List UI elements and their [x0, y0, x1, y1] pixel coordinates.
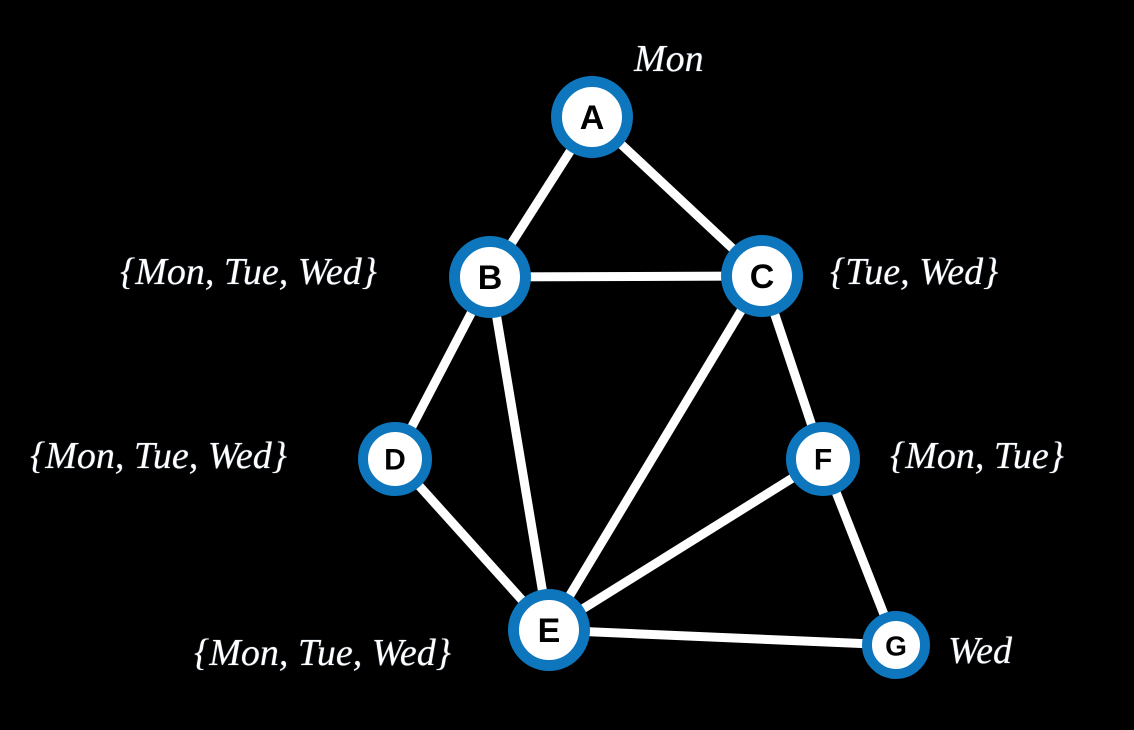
node-letter-e: E [538, 612, 561, 650]
edges-layer [391, 113, 901, 650]
node-e[interactable]: E [508, 589, 590, 671]
domain-label-f: {Mon, Tue} [890, 435, 1064, 477]
node-letter-a: A [580, 99, 605, 137]
node-circle-c [721, 235, 803, 317]
domain-label-d: {Mon, Tue, Wed} [30, 435, 287, 477]
node-a[interactable]: A [551, 76, 633, 158]
edge-e-f [546, 455, 826, 634]
domain-label-e: {Mon, Tue, Wed} [194, 632, 451, 674]
domain-label-b: {Mon, Tue, Wed} [120, 251, 377, 293]
edge-b-e [485, 276, 554, 631]
node-d[interactable]: D [358, 422, 432, 496]
node-circle-e [508, 589, 590, 671]
node-letter-b: B [478, 259, 503, 297]
domain-label-c: {Tue, Wed} [830, 251, 999, 293]
node-circle-f [786, 422, 860, 496]
node-circle-g [862, 611, 930, 679]
node-letter-g: G [885, 631, 907, 662]
edge-e-g [548, 625, 897, 650]
edge-b-c [489, 271, 763, 282]
node-letter-c: C [750, 258, 775, 296]
node-circle-d [358, 422, 432, 496]
node-b[interactable]: B [449, 236, 531, 318]
node-g[interactable]: G [862, 611, 930, 679]
node-circle-a [551, 76, 633, 158]
node-letter-f: F [814, 444, 832, 477]
nodes-layer: A B C D E F G [358, 76, 930, 679]
domain-label-g: Wed [948, 630, 1013, 672]
node-f[interactable]: F [786, 422, 860, 496]
domain-label-a: Mon [634, 38, 704, 80]
node-letter-d: D [384, 444, 406, 477]
node-c[interactable]: C [721, 235, 803, 317]
node-circle-b [449, 236, 531, 318]
edge-c-e [545, 273, 766, 633]
